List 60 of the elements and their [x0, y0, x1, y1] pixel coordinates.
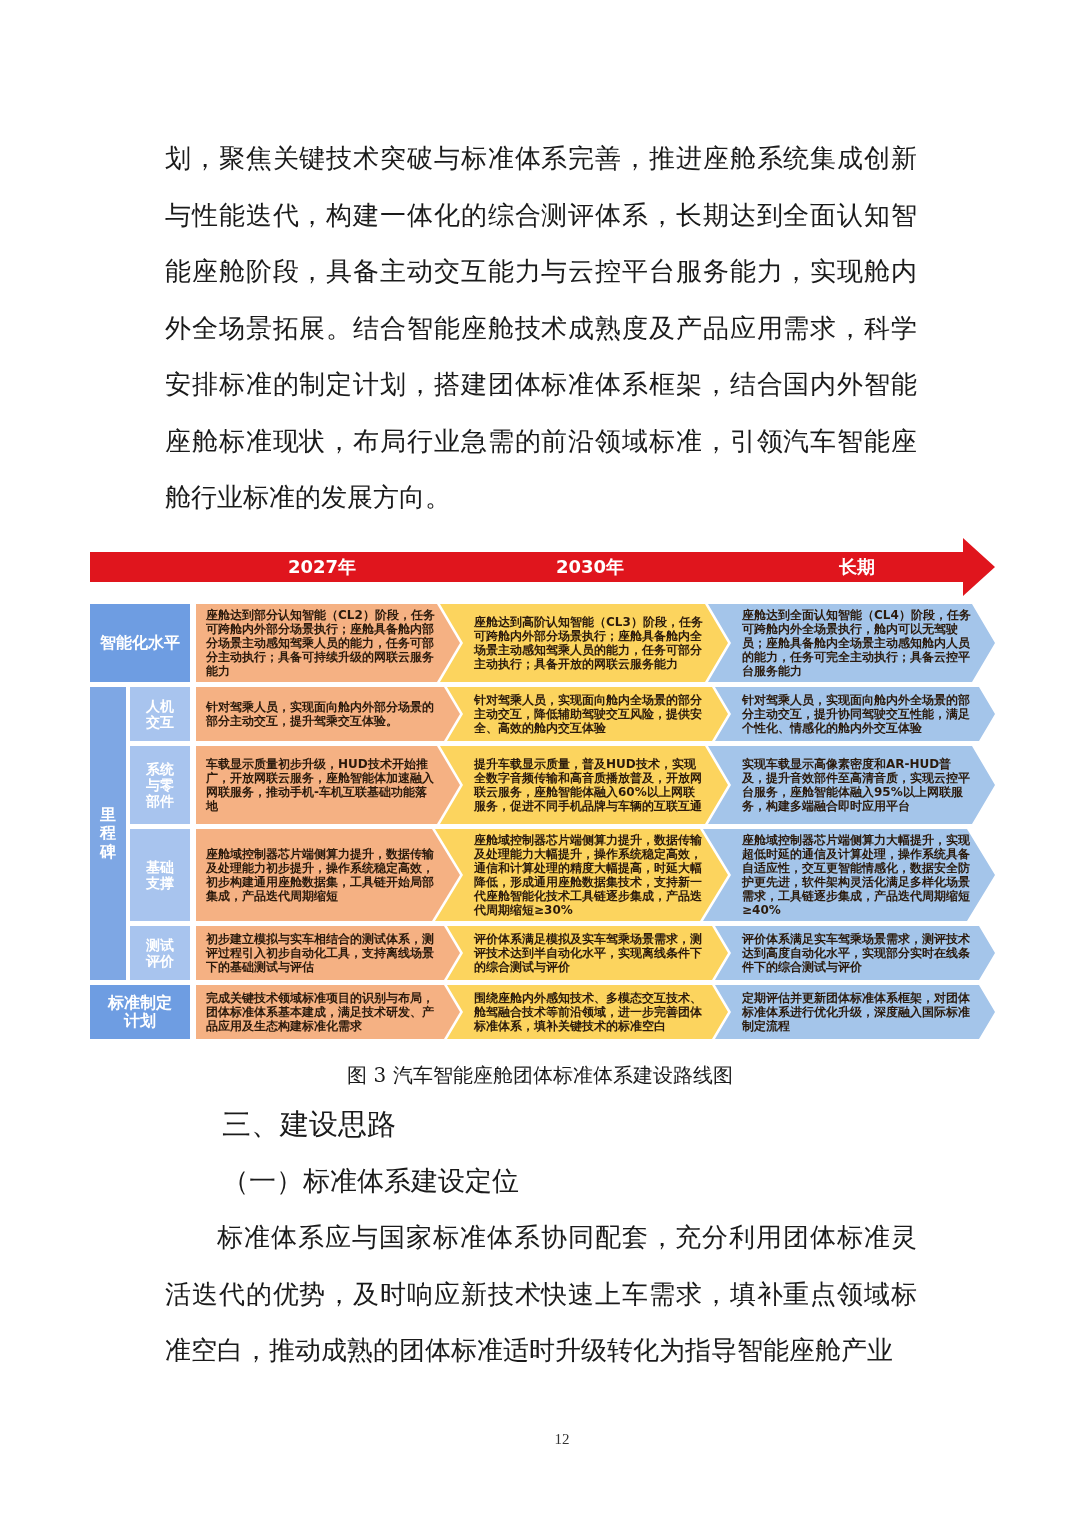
- roadmap-stage-panel: [196, 985, 460, 1039]
- page-number: 12: [554, 1430, 570, 1448]
- roadmap-stage-panel: [196, 926, 460, 980]
- subcategory-header: [130, 926, 190, 980]
- roadmap-stage-panel: [440, 604, 728, 682]
- roadmap-stage-panel: [447, 687, 728, 741]
- milestone-text: 针对驾乘人员，实现面向舱内外部分场景的部分主动交互，提升驾乘交互体验。: [206, 700, 435, 728]
- milestone-text: 座舱达到全面认知智能（CL4）阶段，任务可跨舱内外全场景执行，舱内可以无驾驶员；座舱具备舱内全场景主动感知舱内人员的能力，任务可完全主动执行；具备云控平台服务能力: [742, 608, 972, 678]
- milestone-text: 座舱域控制器芯片端侧算力提升，数据传输及处理能力大幅提升，操作系统稳定高效，通信和计算处理的精度大幅提高，时延大幅降低，形成通用座舱数据集技术，支持新一代座舱智能化技术工具链逐步集成，产品迭代周期缩短≥30%: [474, 833, 703, 917]
- roadmap-stage-panel: [708, 746, 995, 824]
- category-label: 里程碑: [99, 805, 117, 862]
- milestone-text: 评价体系满足模拟及实车驾乘场景需求，测评技术达到半自动化水平，实现离线条件下的综合测试与评价: [474, 932, 703, 974]
- milestone-text: 座舱达到部分认知智能（CL2）阶段，任务可跨舱内外部分场景执行；座舱具备舱内部分场景主动感知驾乘人员的能力，任务可部分主动执行；具备可持续升级的网联云服务能力: [206, 608, 436, 678]
- category-label: 智能化水平: [100, 633, 180, 653]
- roadmap-stage-panel: [447, 926, 728, 980]
- roadmap-stage-panel: [447, 985, 728, 1039]
- roadmap-stage-panel: [715, 926, 995, 980]
- milestone-text: 围绕座舱内外感知技术、多模态交互技术、舱驾融合技术等前沿领域，进一步完善团体标准体系，填补关键技术的标准空白: [474, 991, 703, 1033]
- milestone-text: 针对驾乘人员，实现面向舱内外全场景的部分主动交互，提升协同驾驶交互性能，满足个性化、情感化的舱内外交互体验: [742, 693, 971, 735]
- milestone-text: 初步建立模拟与实车相结合的测试体系，测评过程引入初步自动化工具，支持离线场景下的基础测试与评估: [206, 932, 435, 974]
- roadmap-stage-panel: [196, 746, 460, 824]
- milestone-text: 座舱达到高阶认知智能（CL3）阶段，任务可跨舱内外部分场景执行；座舱具备舱内全场景主动感知驾乘人员的能力，任务可部分主动执行；具备开放的网联云服务能力: [474, 615, 704, 671]
- milestone-text: 定期评估并更新团体标准体系框架，对团体标准体系进行优化升级，深度融入国际标准制定流程: [742, 991, 971, 1033]
- roadmap-stage-panel: [435, 829, 728, 921]
- subcategory-header: [130, 687, 190, 741]
- milestone-text: 实现车载显示高像素密度和AR-HUD普及，提升音效部件至高清音质，实现云控平台服务，座舱智能体融入95%以上网联服务，构建多端融合即时应用平台: [742, 757, 971, 813]
- milestone-text: 座舱域控制器芯片端侧算力大幅提升，实现超低时延的通信及计算处理，操作系统具备自适应性，交互更智能情感化，数据安全防护更先进，软件架构灵活化满足多样化场景需求，工具链逐步集成，产品迭代周期缩短≥40%: [742, 833, 971, 917]
- roadmap-stage-panel: [703, 829, 995, 921]
- category-label: 基础支撑: [145, 858, 175, 892]
- body-paragraph: 划，聚焦关键技术突破与标准体系完善，推进座舱系统集成创新与性能迭代，构建一体化的综合测评体系，长期达到全面认知智能座舱阶段，具备主动交互能力与云控平台服务能力，实现舱内外全场景拓展。结合智能座舱技术成熟度及产品应用需求，科学安排标准的制定计划，搭建团体标准体系框架，结合国内外智能座舱标准现状，布局行业急需的前沿领域标准，引领汽车智能座舱行业标准的发展方向。: [165, 142, 917, 514]
- milestone-text: 完成关键技术领域标准项目的识别与布局，团体标准体系基本建成，满足技术研发、产品应用及生态构建标准化需求: [206, 991, 435, 1033]
- milestone-text: 提升车载显示质量，普及HUD技术，实现全数字音频传输和高音质播放普及，开放网联云服务，座舱智能体融入60%以上网联服务，促进不同手机品牌与车辆的互联互通: [474, 757, 703, 813]
- section-heading: 三、建设思路: [222, 1107, 396, 1142]
- timeline-label: 2027年: [287, 556, 357, 578]
- roadmap-stage-panel: [196, 687, 460, 741]
- roadmap-stage-panel: [715, 687, 995, 741]
- milestone-header: [90, 687, 126, 980]
- subcategory-header: [130, 746, 190, 824]
- milestone-text: 评价体系满足实车驾乘场景需求，测评技术达到高度自动化水平，实现部分实时在线条件下的综合测试与评价: [742, 932, 971, 974]
- roadmap-stage-panel: [715, 985, 995, 1039]
- body-paragraph: 标准体系应与国家标准体系协同配套，充分利用团体标准灵活迭代的优势，及时响应新技术快速上车需求，填补重点领域标准空白，推动成熟的团体标准适时升级转化为指导智能座舱产业: [165, 1221, 917, 1367]
- figure-caption: 图 3 汽车智能座舱团体标准体系建设路线图: [347, 1063, 733, 1087]
- milestone-text: 车载显示质量初步升级，HUD技术开始推广，开放网联云服务，座舱智能体加速融入网联服务，推动手机-车机互联基础功能落地: [206, 757, 435, 813]
- roadmap-stage-panel: [708, 604, 995, 682]
- category-header: [90, 604, 190, 682]
- subsection-heading: （一）标准体系建设定位: [222, 1165, 519, 1198]
- timeline-label: 长期: [839, 556, 875, 578]
- milestone-text: 座舱域控制器芯片端侧算力提升，数据传输及处理能力初步提升，操作系统稳定高效，初步构建通用座舱数据集，工具链开始局部集成，产品迭代周期缩短: [206, 847, 435, 903]
- roadmap-stage-panel: [440, 746, 728, 824]
- category-label: 测试评价: [144, 936, 175, 970]
- milestone-text: 针对驾乘人员，实现面向舱内全场景的部分主动交互，降低辅助驾驶交互风险，提供安全、高效的舱内交互体验: [474, 693, 703, 735]
- category-label: 系统与零部件: [145, 760, 175, 810]
- timeline-arrow: [90, 538, 995, 596]
- category-header: [90, 985, 190, 1039]
- subcategory-header: [130, 829, 190, 921]
- category-label: 标准制定计划: [106, 993, 173, 1031]
- category-label: 人机交互: [145, 697, 175, 731]
- roadmap-stage-panel: [196, 829, 460, 921]
- timeline-label: 2030年: [555, 556, 625, 578]
- roadmap-stage-panel: [196, 604, 460, 682]
